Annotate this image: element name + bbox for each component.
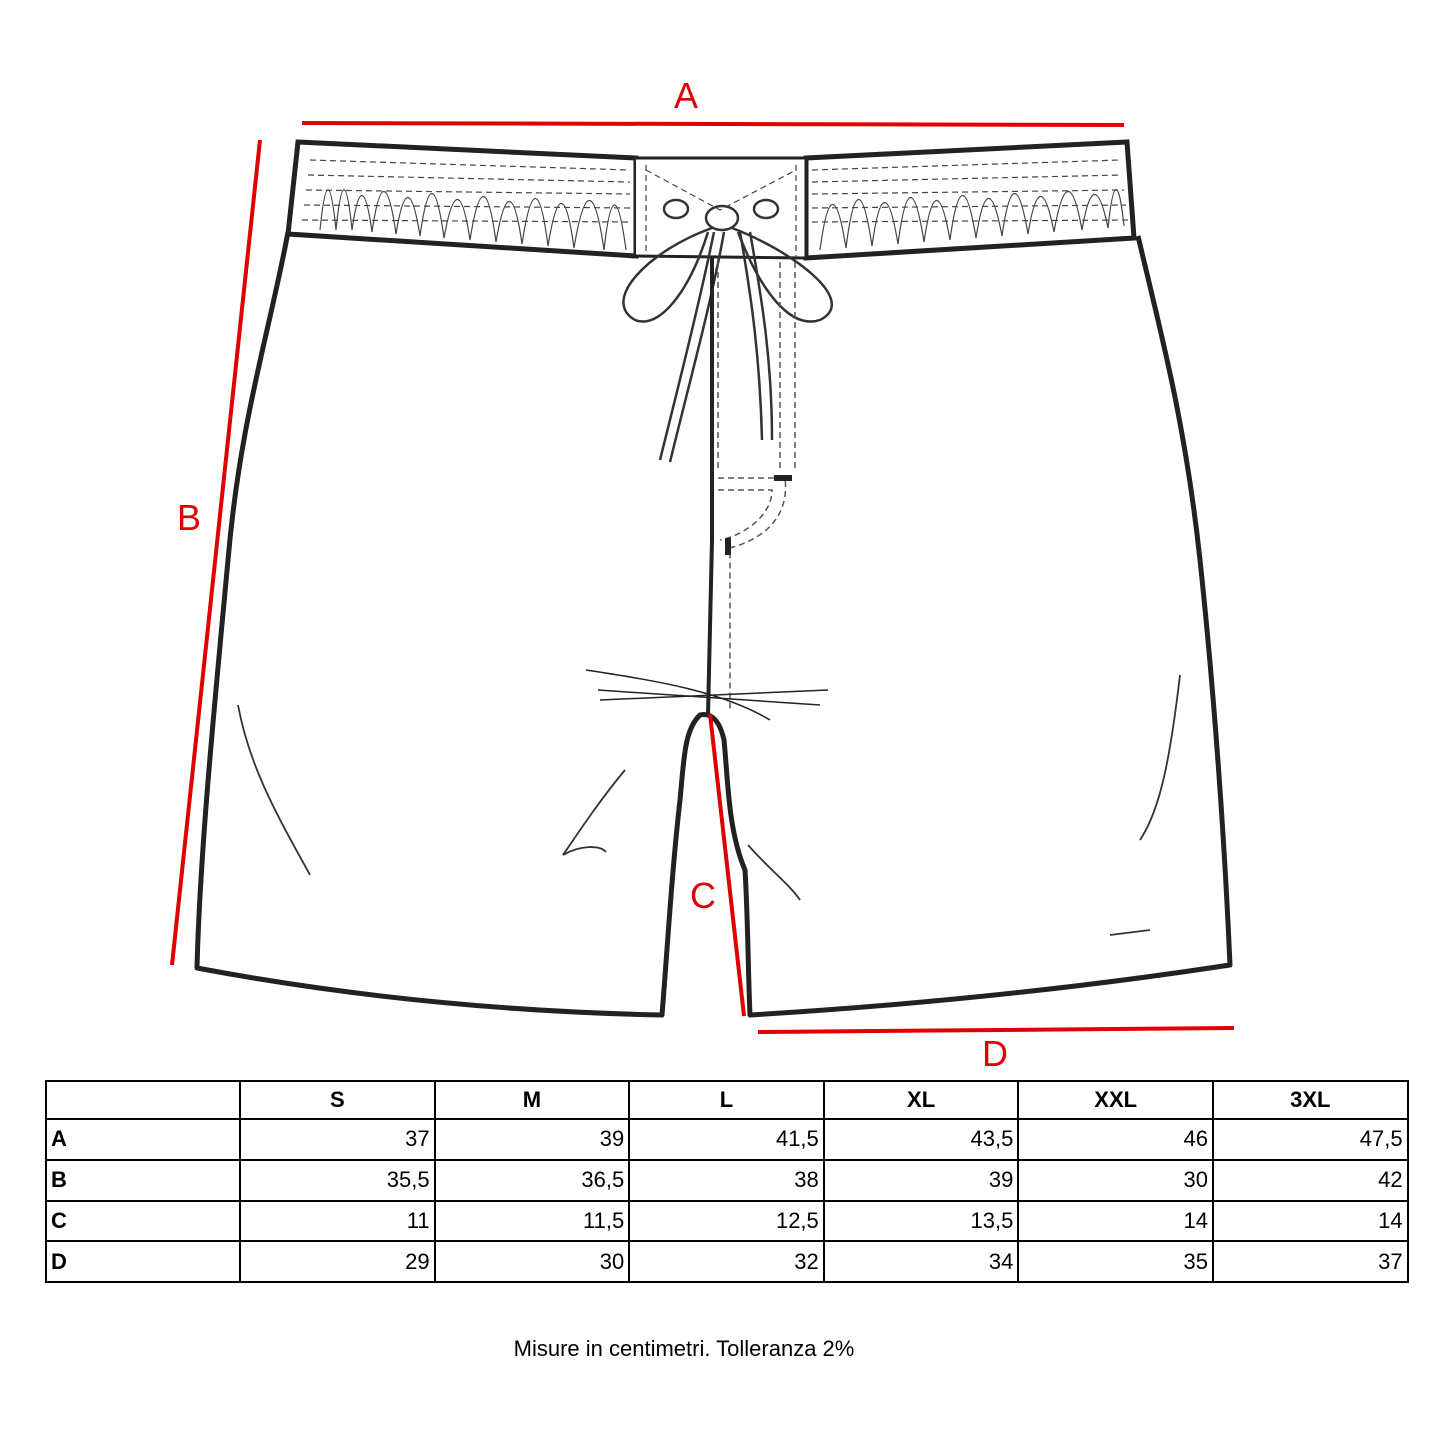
table-row: D 29 30 32 34 35 37 xyxy=(45,1240,1409,1283)
table-header-cell: S xyxy=(239,1080,436,1120)
dimension-label-d: D xyxy=(982,1033,1008,1074)
drawstring xyxy=(622,198,833,463)
row-label: D xyxy=(45,1240,241,1283)
table-cell: 11,5 xyxy=(433,1199,631,1243)
table-cell: 34 xyxy=(822,1240,1020,1283)
table-cell: 36,5 xyxy=(433,1158,631,1202)
table-cell: 42 xyxy=(1211,1158,1409,1202)
table-header-cell xyxy=(45,1080,241,1120)
table-cell: 37 xyxy=(1211,1240,1409,1283)
row-label: C xyxy=(45,1199,241,1243)
table-cell: 30 xyxy=(433,1240,631,1283)
dimension-line-c xyxy=(708,713,746,1017)
waistband-right xyxy=(803,139,1137,261)
table-cell: 37 xyxy=(239,1118,436,1161)
shorts-body-outline xyxy=(194,231,1233,1018)
fabric-wrinkles xyxy=(237,674,1181,936)
table-cell: 13,5 xyxy=(822,1199,1020,1243)
size-table: S M L XL XXL 3XL A 37 39 41,5 43,5 46 47… xyxy=(45,1080,1409,1283)
dimension-line-d xyxy=(757,1026,1235,1034)
table-row: A 37 39 41,5 43,5 46 47,5 xyxy=(45,1118,1409,1161)
table-row: B 35,5 36,5 38 39 30 42 xyxy=(45,1158,1409,1202)
table-header-cell: M xyxy=(433,1080,631,1120)
table-cell: 32 xyxy=(628,1240,825,1283)
table-cell: 38 xyxy=(628,1158,825,1202)
dimension-label-c: C xyxy=(690,875,716,916)
table-cell: 43,5 xyxy=(822,1118,1020,1161)
row-label: A xyxy=(45,1118,241,1161)
table-cell: 12,5 xyxy=(628,1199,825,1243)
table-cell: 29 xyxy=(239,1240,436,1283)
dimension-label-b: B xyxy=(177,497,202,538)
table-cell: 14 xyxy=(1017,1199,1214,1243)
table-cell: 35,5 xyxy=(239,1158,436,1202)
measurement-footnote: Misure in centimetri. Tolleranza 2% xyxy=(513,1336,855,1361)
table-cell: 30 xyxy=(1017,1158,1214,1202)
table-cell: 39 xyxy=(433,1118,631,1161)
dimension-label-a: A xyxy=(674,75,699,116)
dimension-line-a xyxy=(301,121,1125,127)
table-header-cell: XXL xyxy=(1017,1080,1214,1120)
dimension-line-b xyxy=(170,139,262,966)
table-header-cell: 3XL xyxy=(1211,1080,1409,1120)
shorts-technical-drawing xyxy=(170,121,1235,1034)
table-cell: 11 xyxy=(239,1199,436,1243)
table-header-row: S M L XL XXL 3XL xyxy=(45,1080,1409,1120)
table-cell: 14 xyxy=(1211,1199,1409,1243)
fly-seam xyxy=(585,258,829,721)
table-header-cell: L xyxy=(628,1080,825,1120)
table-cell: 41,5 xyxy=(628,1118,825,1161)
table-header-cell: XL xyxy=(822,1080,1020,1120)
table-cell: 46 xyxy=(1017,1118,1214,1161)
table-cell: 47,5 xyxy=(1211,1118,1409,1161)
row-label: B xyxy=(45,1158,241,1202)
dimension-lines xyxy=(170,121,1235,1034)
table-cell: 39 xyxy=(822,1158,1020,1202)
table-cell: 35 xyxy=(1017,1240,1214,1283)
table-row: C 11 11,5 12,5 13,5 14 14 xyxy=(45,1199,1409,1243)
waistband-center xyxy=(635,156,808,260)
waistband-texture xyxy=(301,159,1129,256)
